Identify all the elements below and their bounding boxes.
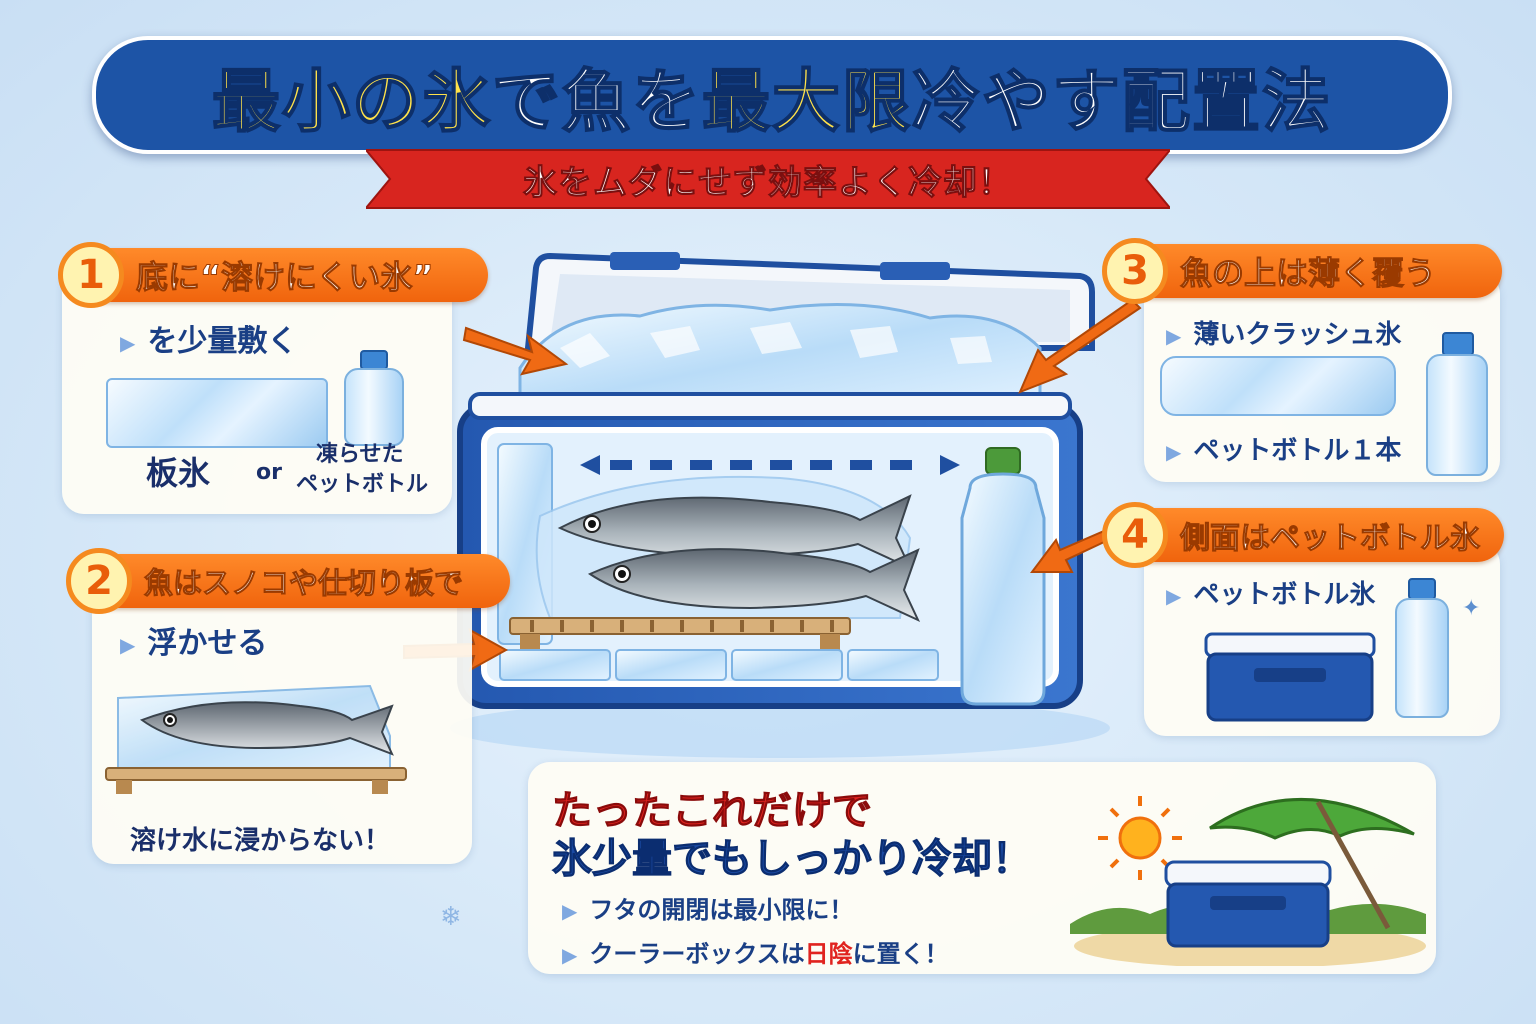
- fish-icon: [105, 684, 407, 794]
- step3-header: 3 魚の上は薄く覆う: [1102, 238, 1502, 304]
- step3-number: 3: [1102, 238, 1168, 304]
- step1-label-bottle-line1: 凍らせた: [316, 442, 404, 467]
- cooler-icon: [1202, 632, 1378, 724]
- step4-number: 4: [1102, 502, 1168, 568]
- step3-bullet2: ペットボトル１本: [1166, 430, 1401, 467]
- subtitle-text: 氷をムダにせず効率よく冷却！: [523, 162, 1013, 203]
- beach-scene: [1070, 778, 1426, 968]
- cooler-icon: [450, 252, 1110, 758]
- arrow-icon: [462, 326, 569, 376]
- step2-header: 2 魚はスノコや仕切り板で: [66, 548, 510, 614]
- summary-tip2-post: に置く！: [852, 940, 949, 968]
- fish-icon: [557, 494, 921, 623]
- summary-tip2-highlight: 日陰: [804, 940, 853, 968]
- summary-tip2: クーラーボックスは日陰に置く！: [562, 934, 949, 969]
- summary-line1: たったこれだけで: [552, 788, 873, 835]
- bottle-icon: [342, 350, 404, 446]
- bottle-icon: [1424, 332, 1488, 476]
- step2-heading: 魚はスノコや仕切り板で: [143, 566, 464, 601]
- sparkle-icon: ❄: [440, 902, 462, 932]
- title-part2: で魚を: [491, 62, 702, 143]
- step1-number: 1: [58, 242, 124, 308]
- sun-icon: [1098, 796, 1182, 880]
- summary-line2: 氷少量でもしっかり冷却！: [552, 836, 1033, 883]
- step4-heading: 側面はペットボトル氷: [1180, 521, 1481, 557]
- step1-label-bottle-line2: ペットボトル: [296, 472, 429, 497]
- step2-bullet: 浮かせる: [120, 618, 267, 662]
- title-part1: 最小の氷: [211, 62, 492, 143]
- fish-on-rack-illustration: [100, 676, 420, 796]
- ribbon-shape: [366, 149, 1170, 209]
- cooler-icon: [1164, 860, 1332, 948]
- subtitle-ribbon: 氷をムダにせず効率よく冷却！: [366, 146, 1170, 212]
- step4-bullet: ペットボトル氷: [1166, 574, 1375, 611]
- step1-header: 1 底に“溶けにくい氷”: [58, 242, 488, 308]
- summary-tip2-pre: クーラーボックスは: [589, 940, 805, 968]
- step4-header: 4 側面はペットボトル氷: [1102, 502, 1504, 568]
- step2-caption: 溶け水に浸からない！: [130, 826, 391, 856]
- summary-tip1: フタの開閉は最小限に！: [562, 890, 853, 925]
- step3-heading: 魚の上は薄く覆う: [1179, 254, 1437, 293]
- cooler-illustration: [440, 238, 1120, 758]
- title-banner: 最小の氷 で魚を 最大限 冷やす配置法: [92, 36, 1452, 154]
- title-part4: 冷やす配置法: [911, 62, 1333, 143]
- bottle-icon: [1394, 578, 1449, 718]
- step1-label-board-ice: 板氷: [146, 454, 211, 492]
- step1-heading: 底に“溶けにくい氷”: [135, 258, 434, 297]
- ice-block-icon: [106, 378, 328, 448]
- title-part3: 最大限: [701, 62, 913, 143]
- sparkle-icon: ✦: [1462, 596, 1481, 621]
- step3-bullet1: 薄いクラッシュ氷: [1166, 314, 1401, 351]
- step2-number: 2: [66, 548, 132, 614]
- arrow-icon: [1018, 300, 1142, 394]
- step1-bullet: を少量敷く: [120, 316, 297, 360]
- umbrella-icon: [1209, 798, 1415, 930]
- ice-block-icon: [1160, 356, 1396, 416]
- bottle-icon: [960, 447, 1046, 706]
- step1-label-or: or: [256, 460, 282, 485]
